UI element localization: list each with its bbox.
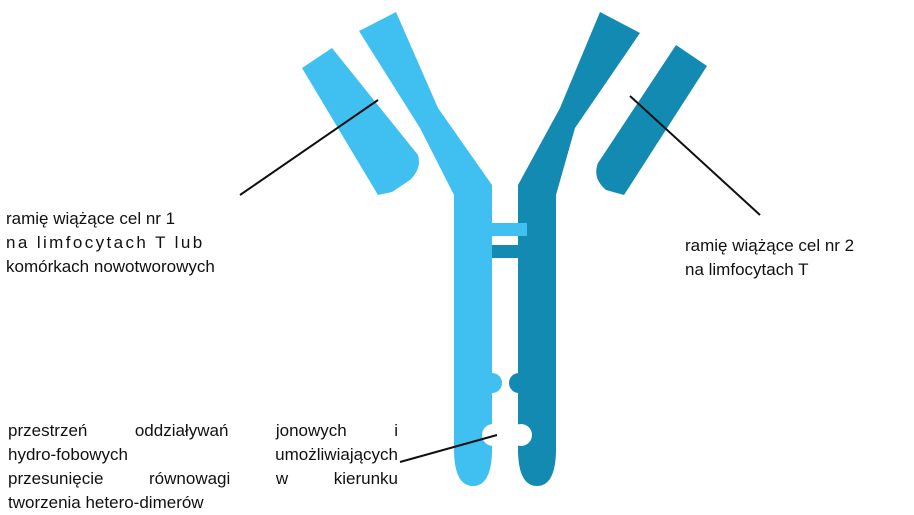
label-interface-line-4: tworzenia hetero-dimerów	[8, 491, 398, 515]
interface-hole-right	[510, 424, 532, 446]
label-arm1-line-2: na limfocytach T lub	[6, 231, 276, 255]
label-arm2-line-1: ramię wiążące cel nr 2	[685, 234, 914, 258]
label-interface-line-1: przestrzeń oddziaływań jonowych i	[8, 419, 398, 443]
leader-line-arm2	[630, 96, 760, 215]
left-heavy-chain	[359, 12, 492, 486]
interface-knob-right	[509, 373, 529, 393]
label-arm1: ramię wiążące cel nr 1 na limfocytach T …	[6, 207, 276, 279]
interface-knob-left	[482, 373, 502, 393]
label-interface-line-2: hydro-fobowych umożliwiających	[8, 443, 398, 467]
hinge-bond-upper	[492, 223, 527, 236]
label-arm2: ramię wiążące cel nr 2 na limfocytach T	[685, 234, 914, 282]
label-arm1-line-1: ramię wiążące cel nr 1	[6, 207, 276, 231]
label-arm2-line-2: na limfocytach T	[685, 258, 914, 282]
hinge-bond-lower	[492, 245, 518, 258]
label-interface: przestrzeń oddziaływań jonowych i hydro-…	[8, 419, 398, 515]
label-arm1-line-3: komórkach nowotworowych	[6, 255, 276, 279]
interface-hole-left	[482, 424, 504, 446]
right-heavy-chain	[518, 12, 640, 486]
label-interface-line-3: przesunięcie równowagi w kierunku	[8, 467, 398, 491]
